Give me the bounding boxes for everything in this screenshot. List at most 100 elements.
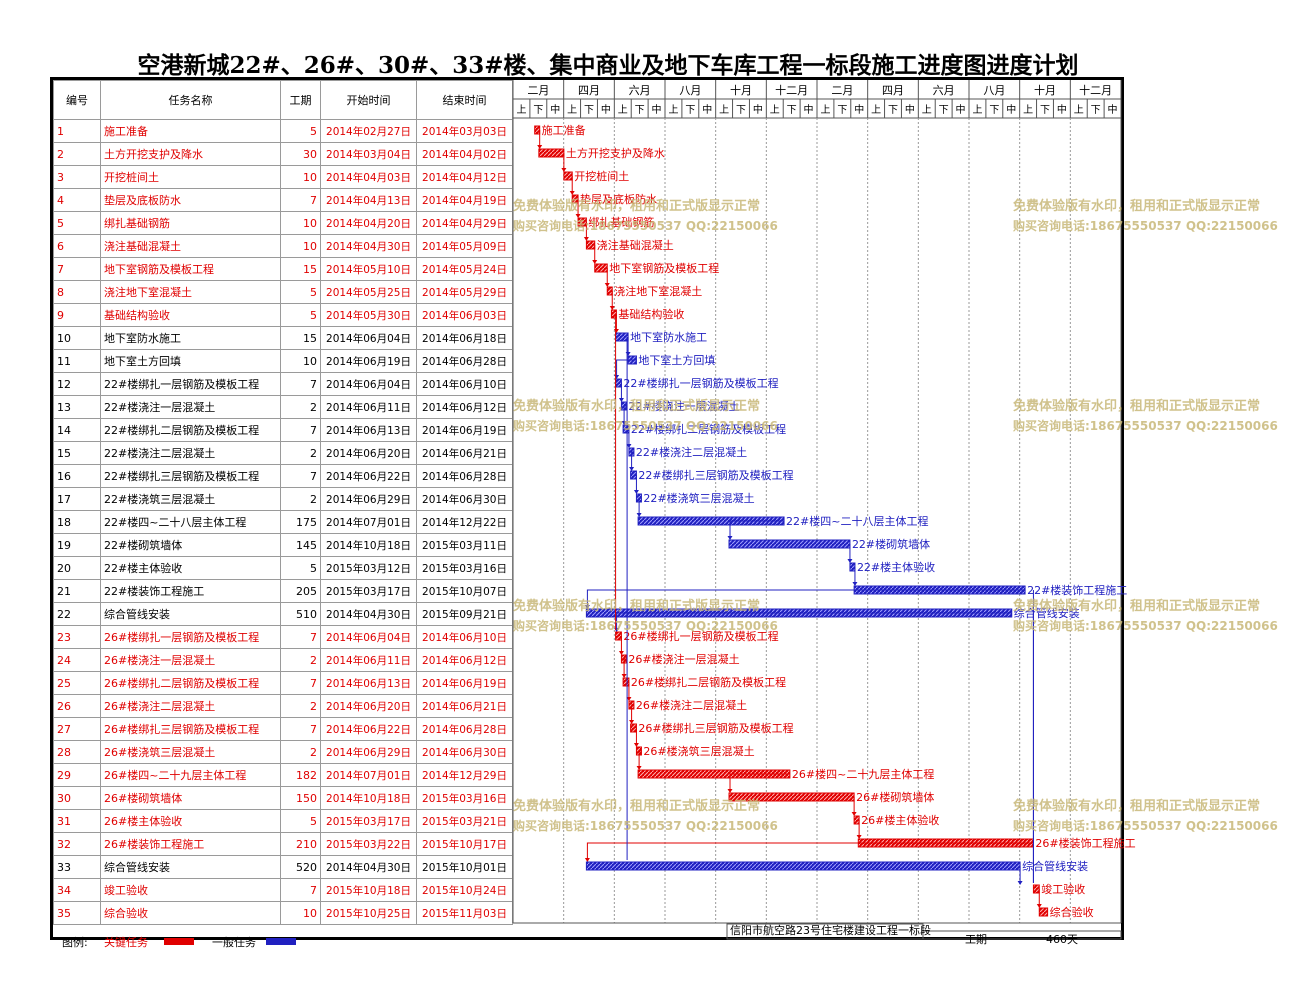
task-duration: 10: [280, 901, 321, 925]
bar-label: 26#楼浇注一层混凝土: [628, 652, 739, 666]
dependency-arrow: [614, 375, 620, 379]
task-name: 垫层及底板防水: [100, 188, 281, 212]
task-name: 施工准备: [100, 119, 281, 143]
bar-label: 浇注基础混凝土: [597, 238, 674, 252]
task-name: 基础结构验收: [100, 303, 281, 327]
task-id: 15: [53, 441, 101, 465]
footer-period-value: 460天: [1046, 933, 1078, 946]
gantt-bar: [606, 286, 613, 296]
period-label: 下: [837, 105, 847, 116]
dependency-arrow: [621, 421, 627, 425]
bar-label: 垫层及底板防水: [580, 192, 657, 206]
task-id: 13: [53, 395, 101, 419]
task-start: 2014年05月25日: [320, 280, 417, 304]
period-label: 中: [956, 103, 966, 116]
bar-label: 地下室钢筋及模板工程: [609, 261, 719, 275]
task-start: 2014年06月04日: [320, 625, 417, 649]
dependency-arrow: [727, 536, 733, 540]
period-label: 下: [1040, 105, 1050, 116]
dependency-arrow: [575, 214, 581, 218]
task-end: 2015年10月24日: [416, 878, 513, 902]
bar-label: 土方开挖支护及降水: [566, 146, 665, 160]
task-start: 2014年06月04日: [320, 372, 417, 396]
task-end: 2014年06月12日: [416, 395, 513, 419]
task-start: 2014年04月30日: [320, 602, 417, 626]
gantt-bar: [594, 263, 608, 273]
task-id: 2: [53, 142, 101, 166]
task-duration: 7: [280, 188, 321, 212]
task-duration: 7: [280, 625, 321, 649]
period-label: 下: [584, 105, 594, 116]
period-label: 上: [922, 104, 932, 116]
month-label: 十月: [730, 83, 752, 97]
task-name: 浇注地下室混凝土: [100, 280, 281, 304]
legend-title: 图例:: [62, 936, 88, 949]
task-id: 3: [53, 165, 101, 189]
month-label: 六月: [629, 84, 651, 97]
watermark-line2: 购买咨询电话:18675550537 QQ:22150066: [1013, 818, 1278, 833]
task-end: 2014年06月19日: [416, 671, 513, 695]
gantt-bar: [534, 125, 541, 135]
dependency-link: [729, 520, 785, 538]
task-end: 2014年06月03日: [416, 303, 513, 327]
task-end: 2014年05月09日: [416, 234, 513, 258]
task-end: 2015年03月16日: [416, 786, 513, 810]
bar-label: 竣工验收: [1041, 882, 1085, 896]
dependency-arrow: [569, 191, 575, 195]
task-end: 2014年06月10日: [416, 625, 513, 649]
dependency-link: [638, 497, 642, 515]
period-label: 上: [719, 104, 729, 116]
period-label: 中: [1006, 103, 1016, 116]
bar-label: 开挖桩间土: [574, 169, 629, 183]
bar-label: 综合管线安装: [1022, 859, 1088, 873]
page-title: 空港新城22#、26#、30#、33#楼、集中商业及地下车库工程一标段施工进度图…: [137, 52, 1079, 79]
task-duration: 10: [280, 349, 321, 373]
watermark-line1: 免费体验版有水印，租用和正式版显示正常: [513, 398, 760, 414]
period-label: 下: [635, 105, 645, 116]
legend-normal-swatch: [266, 938, 296, 945]
watermark-line1: 免费体验版有水印，租用和正式版显示正常: [513, 198, 760, 214]
period-label: 中: [702, 103, 712, 116]
bar-label: 22#楼装饰工程施工: [1027, 583, 1127, 597]
task-duration: 10: [280, 211, 321, 235]
dependency-arrow: [629, 720, 635, 724]
watermark-line2: 购买咨询电话:18675550537 QQ:22150066: [1013, 418, 1278, 433]
bar-label: 22#楼砌筑墙体: [852, 537, 930, 551]
gantt-bar: [637, 516, 785, 526]
period-label: 中: [804, 103, 814, 116]
task-id: 8: [53, 280, 101, 304]
dependency-arrow: [626, 444, 632, 448]
period-label: 中: [652, 103, 662, 116]
month-label: 十二月: [775, 83, 808, 97]
task-name: 开挖桩间土: [100, 165, 281, 189]
task-id: 29: [53, 763, 101, 787]
dependency-arrow: [625, 352, 631, 356]
bar-label: 26#楼绑扎二层钢筋及模板工程: [631, 675, 786, 689]
bar-label: 26#楼浇筑三层混凝土: [643, 744, 754, 758]
task-id: 33: [53, 855, 101, 879]
legend-critical-swatch: [164, 938, 194, 945]
task-duration: 150: [280, 786, 321, 810]
dependency-link: [729, 773, 790, 791]
task-name: 22#楼绑扎二层钢筋及模板工程: [100, 418, 281, 442]
watermark-line2: 购买咨询电话:18675550537 QQ:22150066: [1013, 618, 1278, 633]
bar-label: 26#楼绑扎三层钢筋及模板工程: [638, 721, 793, 735]
task-end: 2014年06月18日: [416, 326, 513, 350]
dependency-arrow: [584, 858, 590, 862]
task-id: 19: [53, 533, 101, 557]
watermark-line2: 购买咨询电话:18675550537 QQ:22150066: [1013, 218, 1278, 233]
task-end: 2014年06月21日: [416, 441, 513, 465]
task-duration: 10: [280, 165, 321, 189]
task-start: 2015年03月17日: [320, 579, 417, 603]
period-label: 上: [1074, 104, 1084, 116]
bar-label: 地下室土方回填: [638, 353, 715, 367]
period-label: 下: [787, 105, 797, 116]
legend-normal-label: 一般任务: [212, 936, 256, 949]
